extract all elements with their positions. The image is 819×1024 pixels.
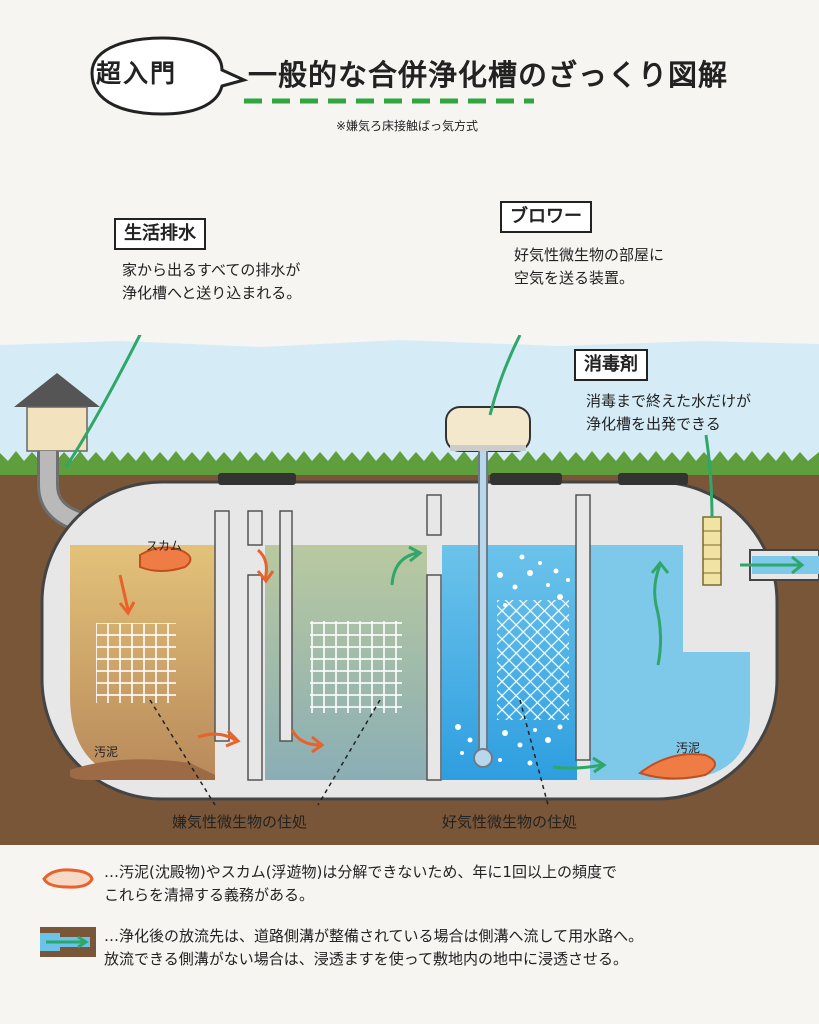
flow-arrows-green	[64, 335, 805, 774]
sludge	[70, 759, 215, 780]
manhole-cover	[618, 473, 688, 485]
blower-description: 好気性微生物の部屋に 空気を送る装置。	[514, 246, 665, 287]
disinfectant-icon	[702, 516, 722, 586]
septic-tank-scene	[0, 335, 819, 845]
disinfectant-description: 消毒まで終えた水だけが 浄化槽を出発できる	[586, 392, 752, 433]
manhole-cover	[218, 473, 296, 485]
drain-description: 家から出るすべての排水が 浄化槽へと送り込まれる。	[122, 261, 302, 302]
label-anaerobic: 嫌気性微生物の住処	[172, 813, 308, 831]
label-sludge-left: 汚泥	[94, 745, 119, 759]
blower-icon	[445, 406, 531, 452]
grass	[0, 451, 819, 475]
label-scum: スカム	[146, 539, 183, 553]
tag-blower: ブロワー	[500, 201, 592, 233]
note-discharge: …浄化後の放流先は、道路側溝が整備されている場合は側溝へ流して用水路へ。 放流で…	[104, 927, 644, 968]
page-subtitle: ※嫌気ろ床接触ばっ気方式	[336, 119, 479, 133]
flow-arrows-orange	[118, 548, 325, 754]
header-badge: 超入門	[96, 59, 178, 88]
filter-media	[96, 623, 176, 703]
settling-chamber	[590, 545, 750, 780]
tag-drain: 生活排水	[114, 218, 206, 250]
sludge	[637, 753, 716, 780]
contact-media	[497, 600, 569, 720]
sludge-legend-icon	[42, 868, 94, 889]
note-sludge: …汚泥(沈殿物)やスカム(浮遊物)は分解できないため、年に1回以上の頻度で これ…	[104, 863, 617, 904]
title-underline	[244, 98, 534, 104]
outflow-legend-icon	[40, 927, 96, 957]
speech-bubble-icon	[90, 36, 249, 116]
label-sludge-right: 汚泥	[676, 741, 701, 755]
tag-disinfectant: 消毒剤	[574, 349, 648, 381]
header: 超入門 一般的な合併浄化槽のざっくり図解 ※嫌気ろ床接触ばっ気方式	[0, 0, 819, 140]
page-title: 一般的な合併浄化槽のざっくり図解	[248, 58, 729, 92]
label-leader-lines	[149, 700, 549, 806]
filter-media	[310, 621, 402, 713]
footer-notes: …汚泥(沈殿物)やスカム(浮遊物)は分解できないため、年に1回以上の頻度で これ…	[0, 845, 819, 1024]
air-bubbles	[455, 554, 570, 766]
scum	[139, 546, 192, 572]
house-icon	[14, 373, 100, 452]
manhole-cover	[490, 473, 562, 485]
label-aerobic: 好気性微生物の住処	[442, 813, 578, 831]
